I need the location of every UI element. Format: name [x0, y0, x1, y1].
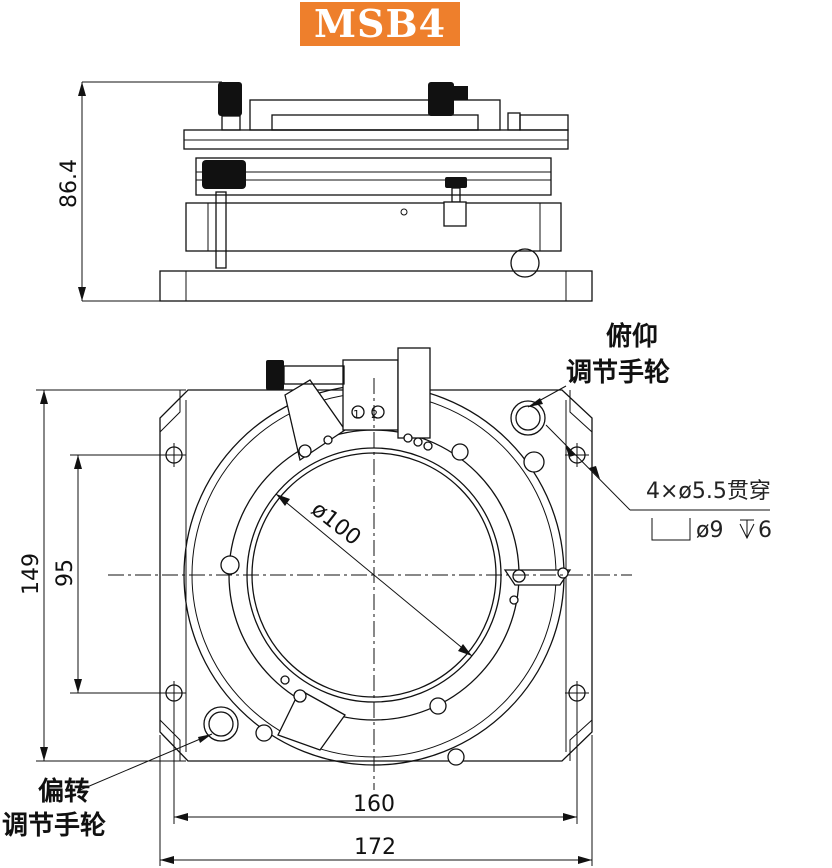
pitch-leader [527, 385, 567, 408]
side-view [78, 81, 593, 302]
dimension-aperture: ø100 [306, 497, 365, 551]
top-view: 1 2 [108, 347, 632, 790]
yaw-label-line2: 调节手轮 [2, 811, 106, 841]
svg-text:1: 1 [353, 408, 360, 421]
pitch-label-line2: 调节手轮 [566, 358, 670, 388]
hole-spec-leader [545, 424, 770, 511]
dimension-height: 86.4 [57, 159, 82, 208]
pitch-label-line1: 俯仰 [606, 321, 658, 352]
yaw-leader [79, 733, 213, 791]
counterbore-depth: 6 [758, 518, 772, 543]
dimension-hole-spacing-v: 95 [53, 559, 78, 587]
dimension-172-lines [159, 735, 593, 866]
dimension-hole-spacing-h: 160 [353, 792, 395, 817]
dimension-outer-width: 172 [354, 835, 396, 860]
dimension-160-lines [173, 700, 578, 824]
counterbore-symbol [651, 518, 691, 541]
yaw-label-line1: 偏转 [38, 776, 90, 807]
dimension-95-lines [70, 454, 174, 694]
dimension-outer-height: 149 [19, 553, 44, 595]
depth-symbol [739, 519, 755, 540]
dimension-149-lines [36, 389, 186, 762]
counterbore-spec: ø9 [696, 518, 723, 543]
hole-spec: 4×ø5.5贯穿 [646, 479, 771, 504]
model-title: MSB4 [300, 2, 460, 46]
